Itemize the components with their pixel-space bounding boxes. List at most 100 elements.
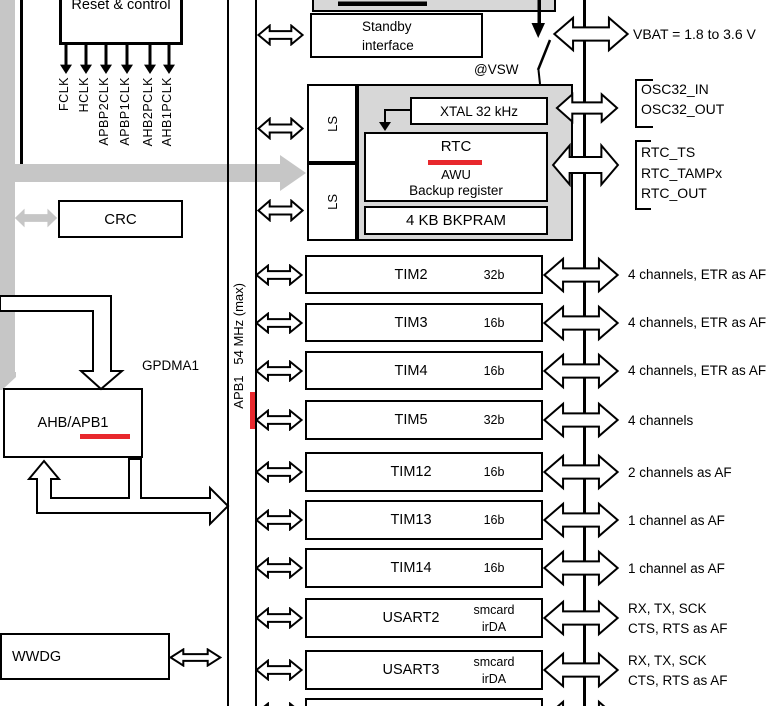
- apb1-arrow: [255, 461, 303, 483]
- clock-label-apbp2clk: APBP2CLK: [97, 77, 111, 146]
- apb1-arrow: [255, 409, 303, 431]
- peripheral-box: [305, 500, 543, 540]
- peripheral-name: TIM12: [390, 464, 432, 480]
- wwdg-label: WWDG: [12, 648, 62, 665]
- peripheral-name: USART2: [382, 610, 440, 626]
- peripheral-name: TIM3: [394, 314, 428, 331]
- vbat-pin-label: VBAT = 1.8 to 3.6 V: [633, 26, 756, 42]
- rtc-out-pin: RTC_OUT: [641, 185, 707, 201]
- peripheral-tags: 16b: [483, 513, 505, 527]
- crc-label: CRC: [104, 210, 137, 228]
- pin-annotation: 4 channels: [628, 412, 694, 428]
- vbat-supply-arrowhead: [531, 23, 545, 38]
- bkpram-block: 4 KB BKPRAM: [364, 206, 548, 235]
- peripheral-box: [305, 255, 543, 294]
- ahb-apb1-label: AHB/APB1: [37, 415, 109, 431]
- peripheral-row-tim12: TIM12 16b 2 channels as AF: [305, 452, 732, 492]
- standby-label-line2: interface: [362, 38, 414, 53]
- red-tick-apb1-bus: [250, 392, 255, 429]
- clock-arrow: [100, 45, 112, 74]
- peripheral-name: TIM13: [390, 512, 432, 528]
- clock-label-apbp1clk: APBP1CLK: [118, 77, 132, 146]
- apb1-bus-label: APB1 54 MHz (max): [231, 283, 246, 409]
- io-arrow: [542, 699, 620, 706]
- osc32-pin-bracket: [635, 79, 653, 128]
- io-arrow: [542, 501, 620, 539]
- top-left-bus-line: [20, 0, 23, 164]
- peripheral-box: [305, 452, 543, 492]
- bridge-to-apb1-arrow: [26, 458, 230, 527]
- rtc-pin-labels: RTC_TS RTC_TAMPx RTC_OUT: [641, 142, 722, 204]
- peripheral-name: TIM4: [394, 362, 428, 379]
- peripheral-row-tim3: TIM3 16b 4 channels, ETR as AF: [305, 303, 766, 342]
- gpdma1-arrow: [0, 295, 125, 391]
- apb1-arrow: [255, 607, 303, 629]
- peripheral-tags: 16b: [483, 465, 505, 479]
- pin-annotation: 2 channels as AF: [628, 464, 732, 480]
- peripheral-tags: 16b: [483, 315, 505, 330]
- vsw-switch-blade: [536, 39, 552, 71]
- reset-control-block: Reset & control: [59, 0, 183, 45]
- peripheral-box: [305, 351, 543, 390]
- rtc-tampx-pin: RTC_TAMPx: [641, 164, 723, 181]
- pin-annotation: 4 channels, ETR as AF: [628, 315, 767, 330]
- peripheral-name: USART3: [382, 662, 440, 678]
- ahb-apb1-bridge-block: AHB/APB1: [3, 388, 143, 458]
- ls-upper-block: LS: [307, 84, 357, 163]
- ls-lower-block: LS: [307, 163, 357, 241]
- io-arrow: [542, 651, 620, 689]
- peripheral-row-tim2: TIM2 32b 4 channels, ETR as AF: [305, 255, 766, 294]
- ahb-bus-gray-bar: [0, 0, 15, 372]
- osc32-out-pin: OSC32_OUT: [641, 100, 725, 117]
- peripheral-row-tim13: TIM13 16b 1 channel as AF: [305, 500, 725, 540]
- ls-lower-label: LS: [324, 194, 340, 210]
- apb1-arrow: [255, 312, 303, 334]
- backup-register-label: Backup register: [409, 183, 503, 198]
- apb1-arrow: [255, 557, 303, 579]
- io-arrow: [542, 549, 620, 587]
- awu-label: AWU: [441, 167, 471, 182]
- apb1-arrow: [255, 264, 303, 286]
- peripheral-name: TIM5: [394, 412, 428, 428]
- rtc-ts-pin: RTC_TS: [641, 144, 696, 160]
- power-block-sliver: [312, 0, 556, 12]
- vbat-pin-arrow: [552, 15, 630, 53]
- xtal-block: XTAL 32 kHz: [410, 97, 548, 125]
- gpdma1-label: GPDMA1: [142, 358, 200, 373]
- peripheral-tags: 32b: [483, 267, 505, 282]
- peripheral-name: TIM2: [394, 266, 428, 283]
- osc32-pin-arrow: [555, 92, 619, 124]
- peripheral-box: [305, 598, 543, 638]
- xtal-label: XTAL 32 kHz: [439, 103, 519, 119]
- io-arrow: [542, 256, 620, 294]
- clock-label-hclk: HCLK: [77, 77, 91, 113]
- pin-annotation: 1 channel as AF: [628, 560, 725, 576]
- peripheral-tags: 16b: [483, 561, 505, 575]
- clock-label-ahb1pclk: AHB1PCLK: [160, 77, 174, 147]
- apb1-arrow: [255, 509, 303, 531]
- pin-annotation: 4 channels, ETR as AF: [628, 363, 767, 378]
- peripheral-name: TIM14: [390, 560, 432, 576]
- io-arrow: [542, 304, 620, 342]
- io-arrow: [542, 401, 620, 439]
- pin-annotation: 4 channels, ETR as AF: [628, 267, 767, 282]
- clock-arrow: [80, 45, 92, 74]
- io-arrow: [542, 453, 620, 491]
- apb1-arrow: [255, 659, 303, 681]
- peripheral-row-tim14: TIM14 16b 1 channel as AF: [305, 548, 725, 588]
- osc32-pin-labels: OSC32_IN OSC32_OUT: [641, 80, 724, 119]
- peripheral-box: [305, 303, 543, 342]
- io-arrow: [542, 599, 620, 637]
- pin-annotation: 1 channel as AF: [628, 512, 725, 528]
- ls-upper-label: LS: [324, 115, 340, 132]
- rtc-pin-bracket: [635, 140, 651, 210]
- rtc-block: RTC AWU Backup register: [364, 132, 548, 202]
- peripheral-tags: 16b: [483, 363, 505, 378]
- wwdg-block: WWDG: [0, 633, 170, 680]
- reset-control-label: Reset & control: [71, 0, 171, 13]
